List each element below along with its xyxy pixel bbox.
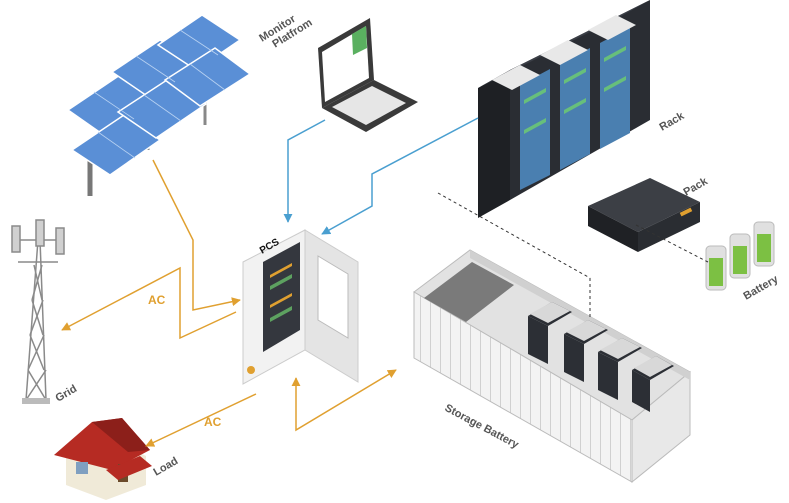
grid-label: Grid [54,383,80,405]
battery-cells-icon [705,221,775,291]
ac-load-label: AC [204,415,222,429]
monitor-platform-label: Monitor Platfrom [257,6,315,54]
ac-grid-label: AC [148,293,166,307]
house-icon [54,418,152,500]
server-rack-icon [478,0,650,218]
rack-label: Rack [658,110,688,134]
transmission-tower-icon [11,219,65,404]
battery-pack-icon [588,178,700,252]
load-label: Load [152,455,181,479]
pcs-cabinet-icon [242,229,359,385]
solar-array-icon [66,14,252,196]
laptop-icon [318,18,418,132]
storage-container-icon [413,249,691,484]
dashed-links [437,192,709,318]
data-flow-lines [283,117,479,235]
pack-label: Pack [682,175,711,199]
ac-flow-lines [61,159,397,447]
